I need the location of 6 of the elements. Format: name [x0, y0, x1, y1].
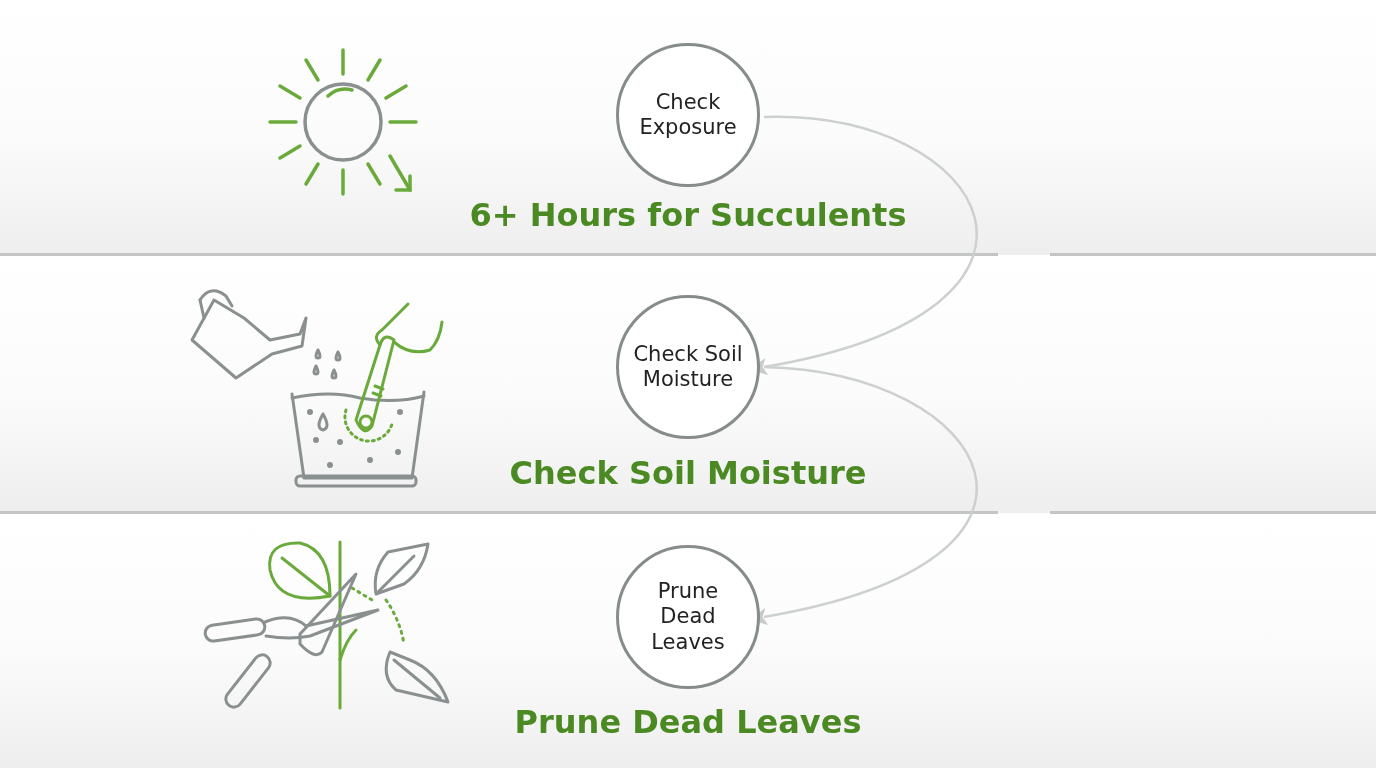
- step-label: Check Exposure: [638, 89, 738, 141]
- step-heading: Prune Dead Leaves: [514, 703, 862, 741]
- step-heading: Check Soil Moisture: [509, 454, 867, 492]
- step-heading: 6+ Hours for Succulents: [469, 196, 907, 234]
- step-label: Check Soil Moisture: [633, 341, 743, 393]
- step-label: Prune Dead Leaves: [650, 579, 726, 655]
